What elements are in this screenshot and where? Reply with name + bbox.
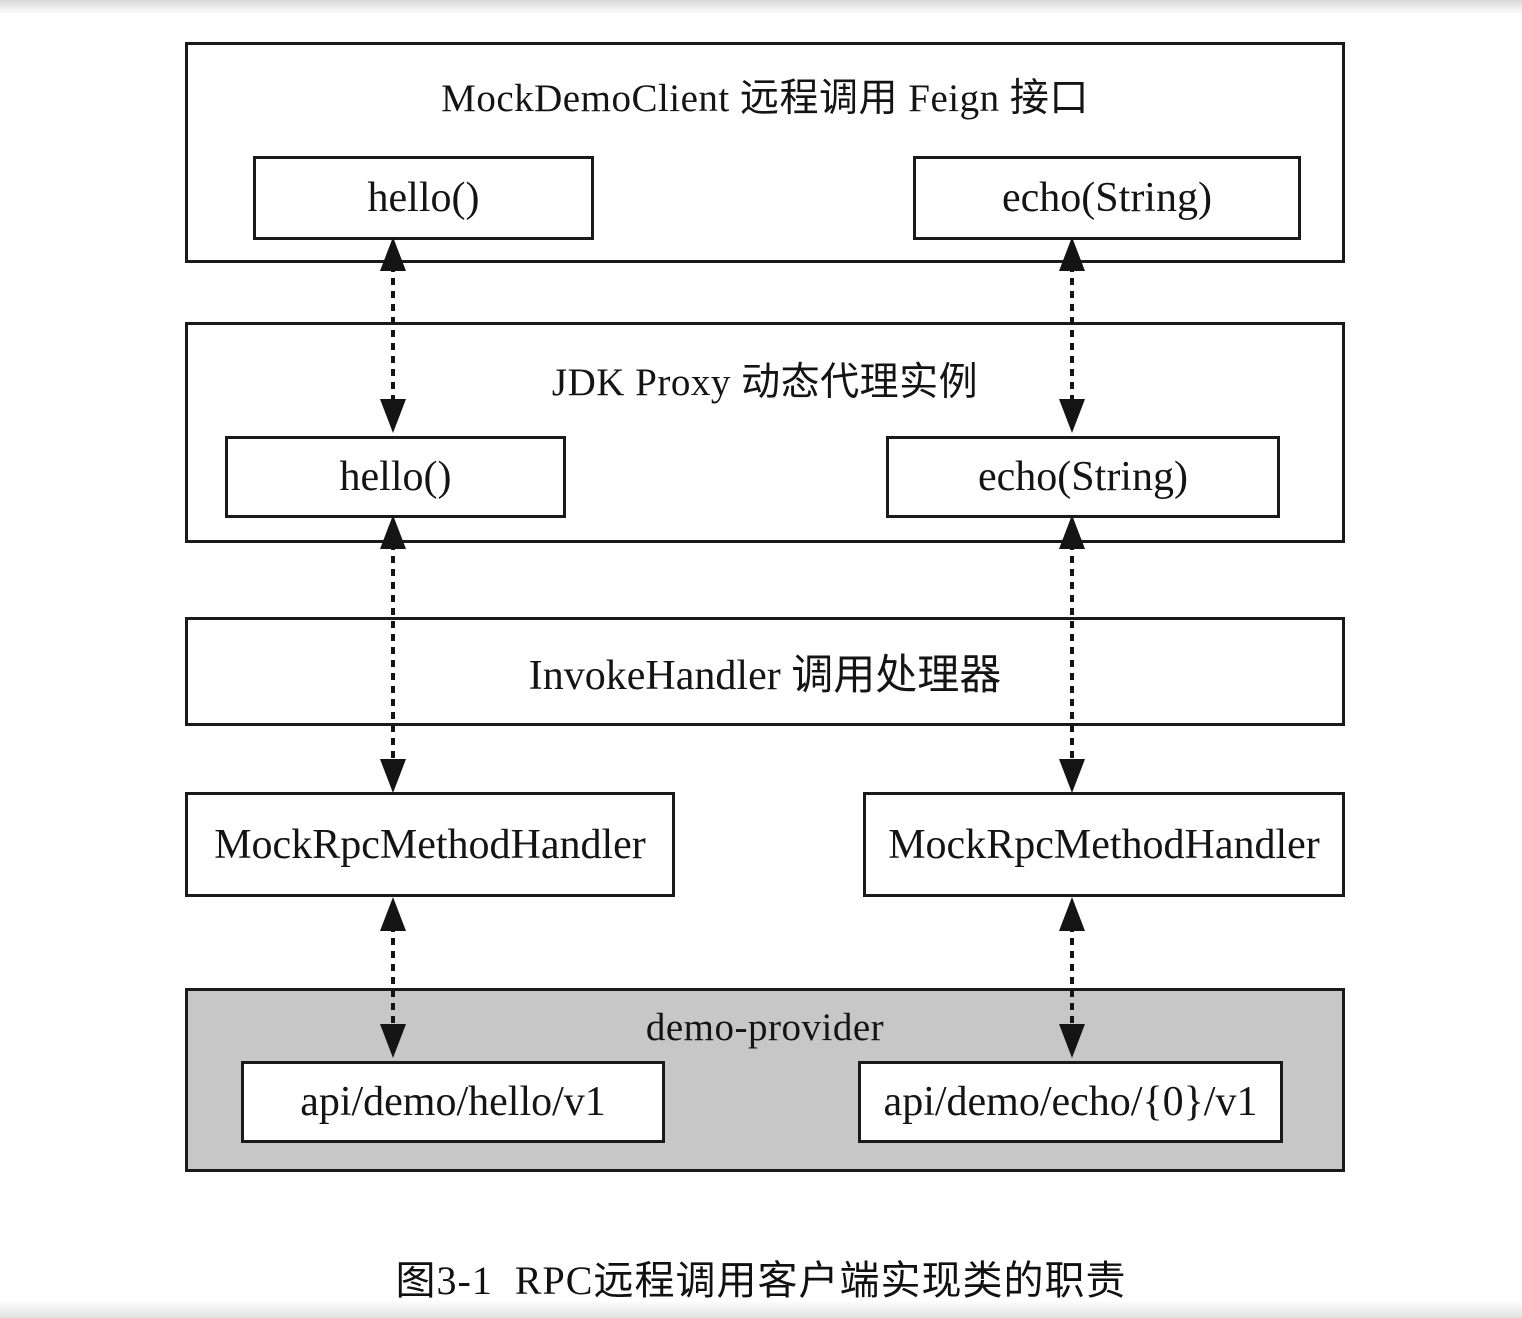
proxy-hello-method-box: hello() (225, 436, 566, 518)
dashed-line (391, 925, 395, 1030)
arrow-down-icon (1059, 759, 1085, 793)
arrow-down-icon (1059, 399, 1085, 433)
hello-endpoint-box: api/demo/hello/v1 (241, 1061, 665, 1143)
dashed-line (1070, 543, 1074, 765)
arrow-down-icon (380, 1024, 406, 1058)
echo-endpoint-box: api/demo/echo/{0}/v1 (858, 1061, 1283, 1143)
mock-rpc-method-handler-right-box: MockRpcMethodHandler (863, 792, 1345, 897)
arrow-handler-provider-echo (1058, 897, 1086, 1058)
proxy-hello-method-label: hello() (339, 454, 452, 500)
echo-endpoint-label: api/demo/echo/{0}/v1 (883, 1079, 1258, 1125)
arrow-feign-proxy-echo (1058, 237, 1086, 433)
mock-rpc-method-handler-right-label: MockRpcMethodHandler (888, 821, 1320, 868)
arrow-proxy-handler-hello (379, 515, 407, 793)
demo-provider-box: demo-provider api/demo/hello/v1 api/demo… (185, 988, 1345, 1172)
jdk-proxy-box: JDK Proxy 动态代理实例 hello() echo(String) (185, 322, 1345, 543)
mock-rpc-method-handler-left-label: MockRpcMethodHandler (214, 821, 646, 868)
arrow-down-icon (1059, 1024, 1085, 1058)
feign-interface-box: MockDemoClient 远程调用 Feign 接口 hello() ech… (185, 42, 1345, 263)
mock-rpc-method-handler-left-box: MockRpcMethodHandler (185, 792, 675, 897)
jdk-proxy-title: JDK Proxy 动态代理实例 (551, 361, 979, 404)
feign-interface-title: MockDemoClient 远程调用 Feign 接口 (441, 77, 1089, 120)
dashed-line (1070, 265, 1074, 405)
invoke-handler-title: InvokeHandler 调用处理器 (528, 653, 1002, 699)
top-edge-gradient (0, 0, 1522, 14)
proxy-echo-method-box: echo(String) (886, 436, 1280, 518)
dashed-line (1070, 925, 1074, 1030)
feign-hello-method-label: hello() (367, 175, 480, 221)
arrow-feign-proxy-hello (379, 237, 407, 433)
feign-echo-method-box: echo(String) (913, 156, 1301, 240)
feign-hello-method-box: hello() (253, 156, 594, 240)
demo-provider-title: demo-provider (645, 1006, 885, 1049)
hello-endpoint-label: api/demo/hello/v1 (300, 1079, 606, 1125)
arrow-handler-provider-hello (379, 897, 407, 1058)
arrow-down-icon (380, 399, 406, 433)
proxy-echo-method-label: echo(String) (978, 454, 1188, 500)
dashed-line (391, 265, 395, 405)
arrow-proxy-handler-echo (1058, 515, 1086, 793)
invoke-handler-box: InvokeHandler 调用处理器 (185, 617, 1345, 726)
feign-echo-method-label: echo(String) (1002, 175, 1212, 221)
dashed-line (391, 543, 395, 765)
arrow-down-icon (380, 759, 406, 793)
bottom-edge-gradient (0, 1300, 1522, 1318)
figure-caption: 图3-1 RPC远程调用客户端实现类的职责 (395, 1258, 1127, 1303)
